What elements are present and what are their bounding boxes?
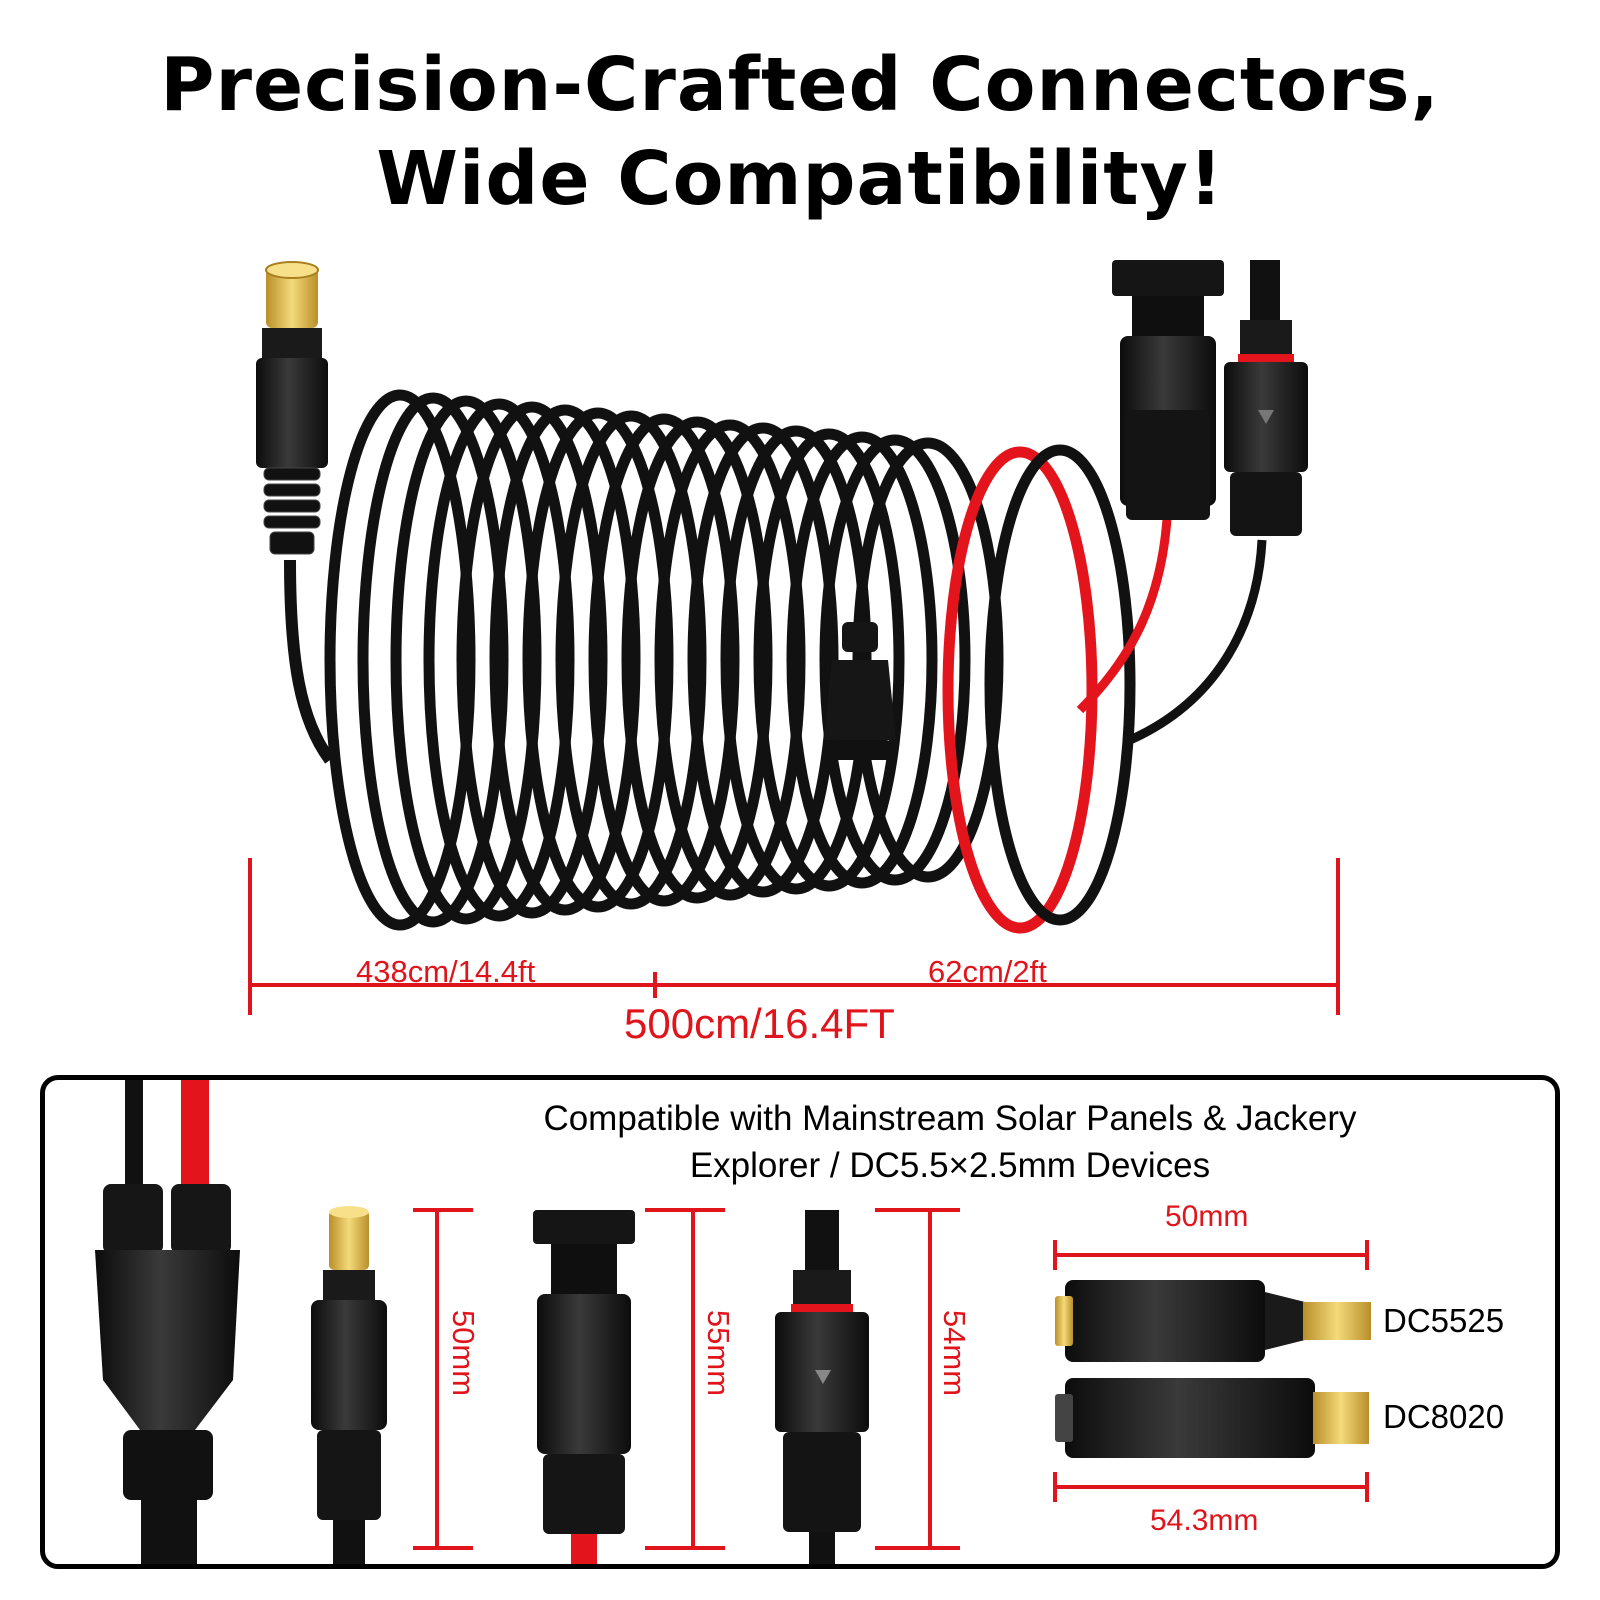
dc-lead-cable <box>284 559 335 764</box>
red-wire-loop <box>942 446 1098 934</box>
headline-line-1: Precision-Crafted Connectors, <box>160 42 1440 128</box>
cable-coil-loop <box>456 401 608 919</box>
cable-coil-loop <box>357 392 509 928</box>
cable-coil-loop <box>786 431 938 889</box>
dc5525-length-label: 50mm <box>1165 1200 1249 1233</box>
cable-coil-loop <box>555 410 707 910</box>
panel-connector-illustrations <box>95 1080 1371 1564</box>
black-lead-to-mc4 <box>1128 539 1267 745</box>
mc4-male-connector <box>1112 260 1224 520</box>
dc-connector-closeup <box>311 1206 387 1564</box>
mc4-female-height-dimension <box>875 1208 960 1550</box>
compatibility-text: Compatible with Mainstream Solar Panels … <box>345 1095 1555 1189</box>
cable-coil-loop <box>522 407 674 913</box>
dc-connector-height-label: 50mm <box>446 1309 482 1397</box>
length-segment-a: 438cm/14.4ft <box>356 954 536 989</box>
cable-coil-loop <box>489 404 641 916</box>
red-lead-to-mc4 <box>1076 499 1173 714</box>
mc4-female-connector <box>1224 260 1308 536</box>
mc4-female-closeup <box>775 1210 869 1564</box>
cable-coil-loop <box>588 413 740 907</box>
dc-plug-connector <box>256 261 328 555</box>
headline-line-2: Wide Compatibility! <box>376 136 1224 222</box>
length-segment-b: 62cm/2ft <box>928 954 1047 989</box>
compatibility-panel: Compatible with Mainstream Solar Panels … <box>40 1075 1560 1569</box>
coiled-cable-illustration <box>248 260 1340 1015</box>
length-total: 500cm/16.4FT <box>624 1000 895 1047</box>
cable-coil-loop <box>621 416 773 904</box>
cable-coil-loop <box>654 419 806 901</box>
cable-coil-loop <box>390 395 542 925</box>
dc8020-adapter <box>1055 1378 1369 1458</box>
dc8020-length-label: 54.3mm <box>1150 1504 1259 1537</box>
dc5525-label: DC5525 <box>1383 1302 1505 1339</box>
cable-coil-loop <box>324 389 476 931</box>
cable-coil-loop <box>753 428 905 892</box>
compatibility-line-1: Compatible with Mainstream Solar Panels … <box>543 1099 1357 1138</box>
mc4-male-height-dimension <box>645 1208 725 1550</box>
length-dimension-lines <box>248 858 1340 1015</box>
mc4-male-height-label: 55mm <box>701 1309 737 1397</box>
dc8020-label: DC8020 <box>1383 1398 1505 1435</box>
mc4-female-height-label: 54mm <box>937 1309 973 1397</box>
black-wire-loop <box>984 444 1136 926</box>
splitter-closeup <box>95 1080 240 1564</box>
cable-coil-loop <box>819 434 971 886</box>
y-splitter-junction <box>824 622 896 760</box>
cable-coils <box>324 389 1004 931</box>
dc-height-dimension <box>413 1208 473 1550</box>
mc4-male-closeup <box>533 1210 635 1564</box>
compatibility-line-2: Explorer / DC5.5×2.5mm Devices <box>689 1146 1211 1185</box>
headline: Precision-Crafted Connectors, Wide Compa… <box>0 38 1600 226</box>
dc8020-length-dimension <box>1053 1472 1369 1502</box>
cable-coil-loop <box>423 398 575 922</box>
dc5525-adapter <box>1055 1280 1371 1362</box>
dc5525-length-dimension <box>1053 1240 1369 1270</box>
